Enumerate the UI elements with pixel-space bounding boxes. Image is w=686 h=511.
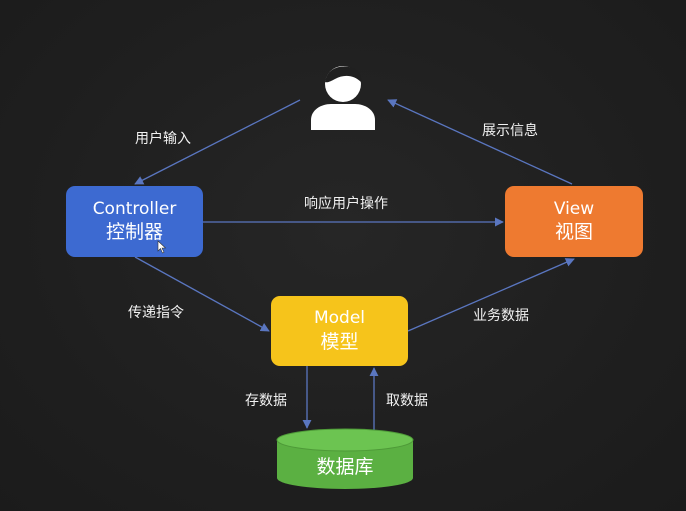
user-icon: [311, 66, 375, 130]
edge-label-business-data: 业务数据: [473, 308, 529, 324]
controller-label-en: Controller: [92, 198, 177, 219]
model-label-zh: 模型: [320, 330, 359, 353]
edge-label-show-info: 展示信息: [482, 123, 538, 139]
view-label-zh: 视图: [554, 221, 593, 244]
database-cylinder: [276, 428, 414, 489]
database-label: 数据库: [316, 456, 374, 478]
view-label-en: View: [553, 198, 595, 219]
controller-node: Controller 控制器: [66, 186, 203, 257]
controller-label-zh: 控制器: [105, 221, 163, 244]
edge-label-user-input: 用户输入: [135, 131, 191, 147]
arrow-model-to-view: [407, 258, 575, 332]
edge-label-pass-instruction: 传递指令: [128, 305, 184, 321]
arrow-user-to-controller: [134, 99, 301, 185]
mouse-cursor-icon: [157, 240, 167, 254]
model-label-en: Model: [313, 308, 366, 329]
view-node: View 视图: [505, 186, 643, 257]
edge-label-fetch-data: 取数据: [386, 393, 428, 409]
arrow-view-to-user: [387, 99, 573, 185]
arrow-controller-to-model: [134, 256, 270, 332]
edge-label-store-data: 存数据: [245, 393, 287, 409]
model-node: Model 模型: [271, 296, 408, 366]
edge-label-respond-user-action: 响应用户操作: [304, 196, 388, 212]
